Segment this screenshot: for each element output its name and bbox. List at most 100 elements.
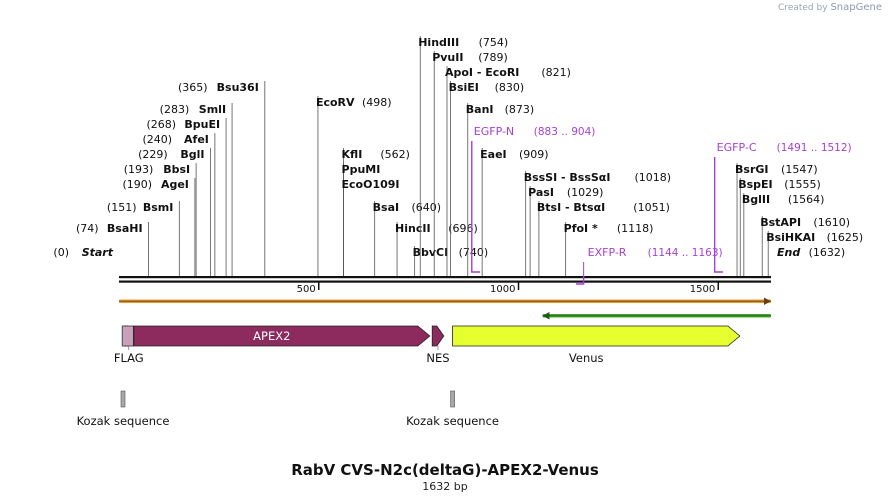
enzyme-position: (190) — [123, 178, 153, 191]
enzyme-site: HincII (696) — [395, 222, 478, 276]
enzyme-name: AfeI — [184, 133, 209, 146]
orf-reverse-arrowhead — [542, 312, 550, 320]
enzyme-position: (283) — [160, 103, 190, 116]
enzyme-site: BsaHI (74) — [76, 222, 149, 276]
enzyme-position: (74) — [76, 222, 99, 235]
enzyme-name: BsaI — [373, 201, 399, 214]
sequence-length: 1632 bp — [422, 480, 468, 493]
enzyme-site: End(1632) — [777, 246, 845, 259]
feature-label: Venus — [569, 351, 604, 365]
enzyme-name: EcoRV — [316, 96, 355, 109]
enzyme-position: (821) — [541, 66, 571, 79]
enzyme-position: (873) — [505, 103, 535, 116]
enzyme-name: BstAPI — [760, 216, 801, 229]
enzyme-position: (830) — [495, 81, 525, 94]
primer-arrow — [471, 141, 481, 273]
primer-name: EGFP-N — [474, 125, 514, 138]
enzyme-position: (1547) — [781, 163, 818, 176]
enzyme-name: BssSI - BssSαI — [524, 171, 611, 184]
enzyme-position: (498) — [362, 96, 392, 109]
enzyme-position: (1610) — [813, 216, 850, 229]
enzyme-position: (1118) — [617, 222, 654, 235]
enzyme-name: BtsI - BtsαI — [537, 201, 605, 214]
enzyme-name: BsaHI — [107, 222, 143, 235]
enzyme-position: (562) — [380, 148, 410, 161]
enzyme-position: (754) — [479, 36, 509, 49]
enzyme-position: (640) — [411, 201, 441, 214]
enzyme-site: BglI(229) — [138, 148, 211, 276]
enzyme-position: (789) — [478, 51, 508, 64]
enzyme-site: BsiHKAI(1625) — [766, 231, 863, 276]
enzyme-site: ApoI - EcoRI(821) — [445, 66, 571, 276]
enzyme-position: (1029) — [567, 186, 604, 199]
feature-arrow — [431, 325, 445, 347]
enzyme-site: BanI(873) — [466, 103, 534, 276]
enzyme-position: (193) — [124, 163, 154, 176]
enzyme-name: AgeI — [161, 178, 189, 191]
primer-name: EGFP-C — [717, 141, 757, 154]
brand-prefix: Created by — [778, 3, 828, 13]
enzyme-name: PpuMI — [342, 163, 381, 176]
enzyme-position: (1018) — [635, 171, 672, 184]
feature-label: APEX2 — [253, 329, 290, 343]
enzyme-position: (1051) — [633, 201, 670, 214]
feature-arrow — [133, 325, 431, 347]
kozak-feature: Kozak sequence — [406, 390, 499, 428]
primer-name: EXFP-R — [588, 246, 627, 259]
enzyme-position: (365) — [178, 81, 208, 94]
enzyme-name: Bsu36I — [217, 81, 259, 94]
enzyme-site: PasI (1029) — [528, 186, 603, 276]
backbone-bottom-strand — [119, 280, 771, 283]
enzyme-name: End — [777, 246, 800, 259]
enzyme-site: BbsI(193) — [124, 163, 197, 276]
primer-arrow — [713, 157, 724, 273]
enzyme-name: HincII — [395, 222, 431, 235]
enzyme-site: BtsI - BtsαI (1051) — [537, 201, 670, 276]
enzyme-site: BsiEI(830) — [449, 81, 525, 276]
enzyme-name: PasI — [528, 186, 554, 199]
enzyme-site: HindIII (754) — [418, 36, 508, 276]
enzyme-name: BpuEI — [184, 118, 220, 131]
primer-range: (1144 .. 1163) — [648, 247, 723, 259]
enzyme-site: SmlI (283) — [160, 103, 233, 276]
enzyme-site: AfeI(240) — [142, 133, 216, 276]
enzyme-site: BglII(1564) — [742, 193, 825, 276]
enzyme-name: HindIII — [418, 36, 459, 49]
feature-apex2: APEX2 — [133, 325, 431, 347]
enzyme-position: (696) — [448, 222, 478, 235]
enzyme-site: EaeI (909) — [480, 148, 549, 276]
enzyme-name: EaeI — [480, 148, 507, 161]
feature-nes: NES — [426, 325, 450, 365]
enzyme-site: BssSI - BssSαI (1018) — [524, 171, 671, 276]
enzyme-position: (229) — [138, 148, 168, 161]
enzyme-position: (1564) — [788, 193, 825, 206]
enzyme-position: (1625) — [827, 231, 864, 244]
enzyme-site: BbvCI (740) — [413, 246, 489, 276]
feature-flag: FLAG — [114, 325, 144, 365]
backbone-top-strand — [119, 276, 771, 279]
enzyme-site: BsmI(151) — [107, 201, 180, 276]
orf-forward-arrowhead — [764, 297, 771, 305]
enzyme-position: (740) — [459, 246, 489, 259]
scale-tick-label: 1000 — [490, 284, 515, 295]
enzyme-site: BsaI (640) — [373, 201, 441, 276]
enzyme-site: BstAPI (1610) — [760, 216, 850, 276]
brand-name: SnapGene — [830, 2, 882, 13]
enzyme-position: (0) — [53, 246, 69, 259]
enzyme-site: EcoO109I — [342, 178, 400, 276]
primer: EXFP-R (1144 .. 1163) — [576, 246, 723, 285]
enzyme-name: KflI — [342, 148, 363, 161]
enzyme-name: BbvCI — [413, 246, 449, 259]
primer-range: (1491 .. 1512) — [777, 142, 852, 154]
enzyme-site: BsrGI(1547) — [735, 163, 818, 276]
brand-watermark: Created by SnapGene — [778, 2, 882, 13]
enzyme-position: (909) — [519, 148, 549, 161]
primer: EGFP-N (883 .. 904) — [471, 125, 596, 273]
feature-arrow — [452, 325, 741, 347]
enzyme-name: SmlI — [199, 103, 226, 116]
enzyme-site: PfoI *(1118) — [564, 222, 654, 276]
enzyme-site: Start(0) — [53, 246, 113, 259]
primer-range: (883 .. 904) — [534, 126, 596, 138]
scale-tick-label: 500 — [297, 284, 316, 295]
